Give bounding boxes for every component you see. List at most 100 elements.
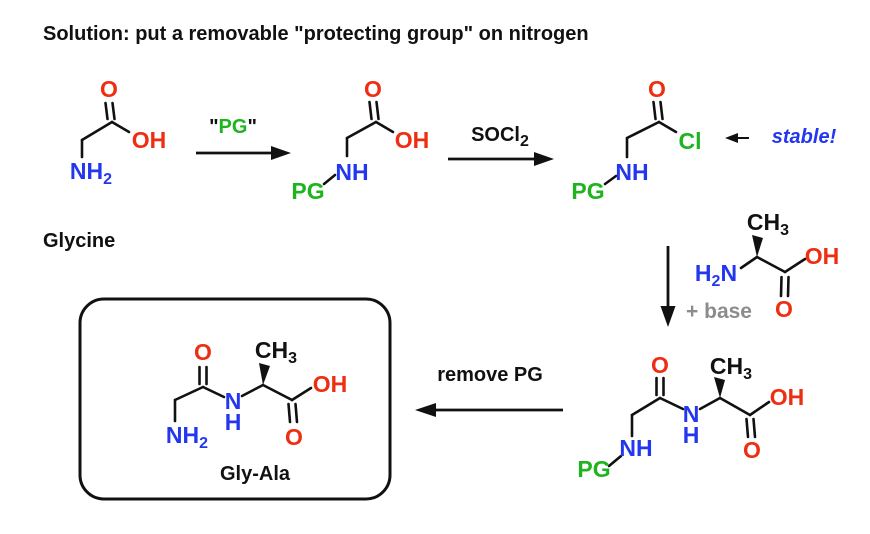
amine-label: NH2 — [166, 422, 208, 452]
arrowhead-right-icon — [534, 152, 554, 166]
arrowhead-left-icon — [725, 133, 738, 143]
wedge-bond — [259, 363, 270, 385]
socl-text: SOCl — [471, 124, 520, 146]
amide-h-label: H — [683, 422, 700, 448]
carbonyl-oxygen-label: O — [775, 296, 793, 322]
bond — [201, 385, 226, 399]
pg-protection-step: "PG" — [196, 116, 291, 160]
plus-base-note: + base — [686, 300, 752, 323]
arrowhead-left-icon — [415, 403, 436, 417]
double-bond-line — [375, 100, 380, 121]
chloride-label: Cl — [679, 128, 702, 154]
glycine-structure: O OH NH2 Glycine — [43, 76, 166, 252]
wedge-bond — [714, 377, 725, 398]
bond — [603, 174, 618, 186]
amine-subscript: 2 — [199, 435, 208, 452]
remove-pg-label: remove PG — [437, 364, 543, 386]
socl2-reagent-label: SOCl2 — [471, 124, 529, 150]
product-box-group: O CH3 N H OH O NH2 Gly-Ala — [78, 297, 392, 501]
methyl-subscript: 3 — [743, 366, 752, 383]
stable-annotation: stable! — [725, 126, 837, 148]
hydroxyl-label: OH — [132, 127, 167, 153]
remove-pg-step: remove PG — [415, 364, 563, 417]
methyl-label: CH3 — [710, 353, 752, 383]
double-bond-line — [368, 100, 373, 121]
methyl-ch-text: CH — [747, 209, 780, 235]
amine-n-text: N — [720, 260, 737, 286]
carbonyl-oxygen-label: O — [364, 76, 382, 102]
product-box — [78, 297, 392, 501]
glycine-name-label: Glycine — [43, 230, 115, 252]
arrowhead-right-icon — [271, 146, 291, 160]
amine-nh-text: NH — [166, 422, 199, 448]
amide-n-label: N — [225, 388, 242, 414]
bond — [173, 385, 205, 402]
wedge-bond — [752, 235, 763, 257]
pg-nh-label: NH — [619, 435, 652, 461]
pg-glycine-structure: O OH NH PG — [291, 76, 429, 204]
acid-oxygen-label: O — [743, 437, 761, 463]
amide-nh-label: NH — [335, 159, 368, 185]
page-title: Solution: put a removable "protecting gr… — [43, 23, 589, 45]
methyl-label: CH3 — [255, 337, 297, 367]
amide-oxygen-label: O — [194, 339, 212, 365]
double-bond-line — [294, 402, 299, 424]
bond — [625, 120, 661, 140]
hydroxyl-label: OH — [313, 371, 348, 397]
bond — [657, 120, 678, 134]
acid-oxygen-label: O — [285, 424, 303, 450]
bond — [290, 386, 313, 402]
amine-h-text: H — [695, 260, 712, 286]
methyl-ch-text: CH — [710, 353, 743, 379]
bond — [698, 396, 722, 411]
pg-group-label: PG — [577, 456, 610, 482]
pg-reagent-label: "PG" — [209, 116, 257, 138]
double-bond-line — [786, 275, 790, 298]
coupling-step: + base — [660, 246, 752, 327]
bond — [630, 396, 662, 417]
carbonyl-oxygen-label: O — [648, 76, 666, 102]
bond — [658, 396, 685, 411]
gly-ala-structure: O CH3 N H OH O NH2 Gly-Ala — [166, 337, 347, 485]
alanine-structure: CH3 H2N OH O — [695, 209, 839, 322]
amine-label: H2N — [695, 260, 737, 290]
arrowhead-down-icon — [660, 306, 676, 327]
socl2-step: SOCl2 — [448, 124, 554, 166]
double-bond-line — [752, 417, 757, 439]
methyl-subscript: 3 — [780, 222, 789, 239]
double-bond-line — [287, 402, 292, 424]
pg-dipeptide-structure: O CH3 N H OH O NH PG — [577, 352, 804, 482]
bond — [755, 255, 787, 274]
amine-nh-text: NH — [70, 158, 103, 184]
pg-group-label: PG — [571, 178, 604, 204]
bond — [240, 383, 265, 398]
bond — [261, 383, 294, 402]
carbonyl-oxygen-label: O — [100, 76, 118, 102]
bond — [783, 257, 807, 274]
bond — [110, 120, 131, 134]
double-bond-line — [111, 101, 116, 121]
hydroxyl-label: OH — [805, 243, 840, 269]
bond — [345, 120, 378, 140]
gly-ala-name-label: Gly-Ala — [220, 463, 291, 485]
amine-subscript: 2 — [712, 273, 721, 290]
methyl-ch-text: CH — [255, 337, 288, 363]
close-quote: " — [247, 116, 256, 138]
hydroxyl-label: OH — [395, 127, 430, 153]
amide-h-label: H — [225, 409, 242, 435]
acid-chloride-structure: O Cl NH PG — [571, 76, 701, 204]
hydroxyl-label: OH — [770, 384, 805, 410]
pg-text: PG — [219, 116, 248, 138]
open-quote: " — [209, 116, 218, 138]
stable-note: stable! — [772, 126, 837, 148]
amine-subscript: 2 — [103, 171, 112, 188]
socl2-subscript: 2 — [520, 133, 529, 150]
bond — [718, 396, 752, 417]
methyl-subscript: 3 — [288, 350, 297, 367]
bond — [748, 400, 771, 417]
double-bond-line — [745, 417, 750, 439]
amide-oxygen-label: O — [651, 352, 669, 378]
bond — [322, 173, 337, 186]
